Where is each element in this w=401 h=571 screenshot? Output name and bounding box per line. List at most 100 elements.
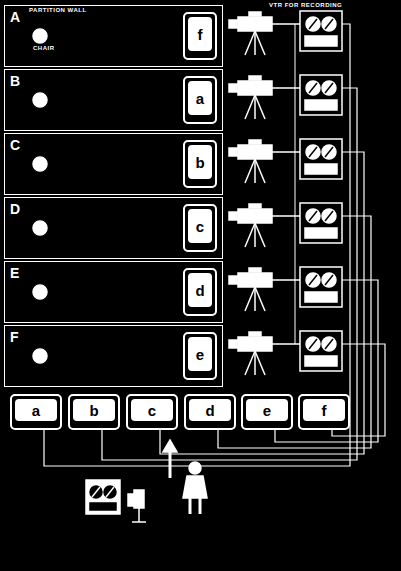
chair-dot bbox=[33, 285, 47, 299]
camera-symbol bbox=[238, 337, 272, 351]
stroke bbox=[255, 223, 265, 247]
stroke bbox=[272, 23, 300, 25]
monitor-screen: b bbox=[188, 145, 212, 179]
stroke bbox=[272, 343, 300, 345]
stroke bbox=[272, 279, 300, 281]
stroke bbox=[309, 83, 317, 93]
stroke bbox=[245, 351, 255, 375]
room-box: Ba bbox=[4, 69, 223, 131]
monitor-screen: c bbox=[188, 209, 212, 243]
stroke bbox=[322, 337, 336, 351]
stroke bbox=[322, 17, 336, 31]
chair-dot bbox=[33, 349, 47, 363]
chair-dot bbox=[33, 221, 47, 235]
wire bbox=[218, 216, 371, 448]
vtr-symbol bbox=[300, 11, 342, 51]
monitor-screen: a bbox=[15, 399, 57, 421]
stroke bbox=[325, 83, 333, 93]
stroke bbox=[325, 275, 333, 285]
monitor-letter: e bbox=[196, 346, 204, 363]
vtr-symbol bbox=[300, 203, 342, 243]
monitor-screen: e bbox=[246, 399, 288, 421]
camera-symbol bbox=[128, 494, 134, 506]
wire bbox=[44, 24, 350, 466]
monitor-box: e bbox=[183, 332, 217, 380]
stroke bbox=[229, 212, 238, 220]
monitor-letter: b bbox=[195, 154, 204, 171]
monitor-box: f bbox=[183, 12, 217, 60]
stroke bbox=[309, 339, 317, 349]
monitor-letter: a bbox=[196, 90, 204, 107]
stroke bbox=[254, 287, 256, 311]
monitor-screen: a bbox=[188, 81, 212, 115]
room-box: Af bbox=[4, 5, 223, 67]
monitor-letter: f bbox=[322, 402, 327, 419]
monitor-screen: d bbox=[189, 399, 231, 421]
stroke bbox=[255, 31, 265, 55]
monitor-box: d bbox=[184, 394, 236, 430]
stroke bbox=[322, 273, 336, 287]
monitor-box: e bbox=[241, 394, 293, 430]
stroke bbox=[254, 351, 256, 375]
monitor-box: a bbox=[183, 76, 217, 124]
monitor-box: f bbox=[298, 394, 350, 430]
vtr-symbol bbox=[300, 75, 342, 115]
stroke bbox=[325, 339, 333, 349]
monitor-box: c bbox=[126, 394, 178, 430]
monitor-screen: f bbox=[188, 17, 212, 51]
stroke bbox=[305, 292, 337, 302]
room-letter: D bbox=[10, 201, 20, 217]
stroke bbox=[229, 84, 238, 92]
camera-symbol bbox=[238, 273, 272, 287]
stroke bbox=[245, 159, 255, 183]
monitor-screen: d bbox=[188, 273, 212, 307]
monitor-box: b bbox=[183, 140, 217, 188]
monitor-box: a bbox=[10, 394, 62, 430]
stroke bbox=[295, 24, 296, 344]
vtr-symbol bbox=[300, 331, 342, 371]
stroke bbox=[229, 20, 238, 28]
stroke bbox=[255, 159, 265, 183]
stroke bbox=[305, 164, 337, 174]
chair-dot bbox=[33, 93, 47, 107]
room-letter: B bbox=[10, 73, 20, 89]
stroke bbox=[309, 147, 317, 157]
stroke bbox=[306, 145, 320, 159]
vtr-symbol bbox=[300, 139, 342, 179]
stroke bbox=[325, 147, 333, 157]
stroke bbox=[306, 273, 320, 287]
camera-symbol bbox=[238, 81, 272, 95]
stroke bbox=[305, 100, 337, 110]
stroke bbox=[249, 140, 261, 144]
monitor-letter: c bbox=[148, 402, 156, 419]
monitor-screen: c bbox=[131, 399, 173, 421]
stroke bbox=[254, 159, 256, 183]
monitor-box: b bbox=[68, 394, 120, 430]
stroke bbox=[249, 268, 261, 272]
stroke bbox=[305, 36, 337, 46]
stroke bbox=[255, 287, 265, 311]
room-box: Dc bbox=[4, 197, 223, 259]
note-label: CHAIR bbox=[32, 45, 56, 51]
monitor-screen: b bbox=[73, 399, 115, 421]
stroke bbox=[309, 275, 317, 285]
monitor-letter: e bbox=[263, 402, 271, 419]
monitor-box: c bbox=[183, 204, 217, 252]
stroke bbox=[249, 332, 261, 336]
monitor-letter: a bbox=[32, 402, 40, 419]
monitor-letter: b bbox=[89, 402, 98, 419]
stroke bbox=[254, 95, 256, 119]
stroke bbox=[245, 287, 255, 311]
camera-symbol bbox=[238, 17, 272, 31]
monitor-letter: d bbox=[195, 282, 204, 299]
stroke bbox=[322, 81, 336, 95]
chair-dot bbox=[33, 29, 47, 43]
stroke bbox=[309, 211, 317, 221]
person-body bbox=[183, 476, 207, 498]
stroke bbox=[229, 340, 238, 348]
vtr-symbol bbox=[300, 267, 342, 307]
stroke bbox=[229, 148, 238, 156]
note-label: PARTITION WALL bbox=[28, 7, 88, 13]
stroke bbox=[229, 276, 238, 284]
wire bbox=[102, 88, 357, 460]
